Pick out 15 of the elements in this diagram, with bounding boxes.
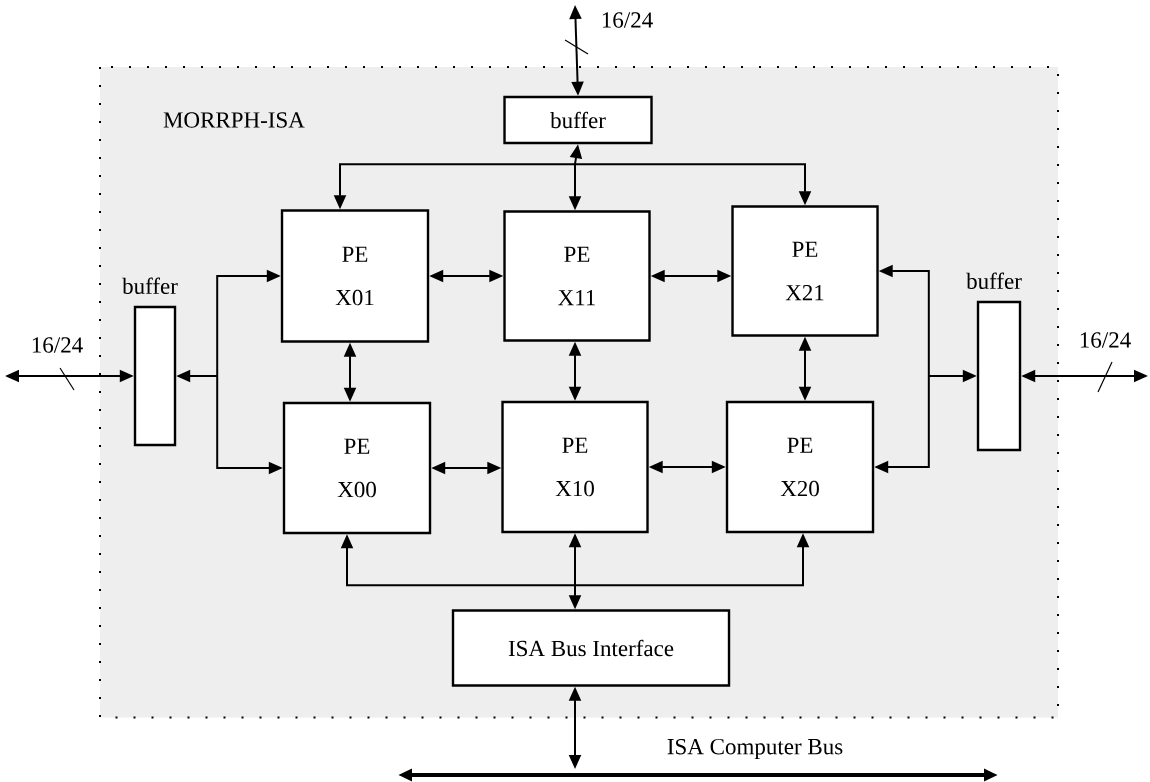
processing-element-box: PE X11 — [503, 210, 651, 342]
node-label: buffer — [122, 277, 178, 294]
processing-element-box: PE X20 — [725, 400, 875, 534]
edge-label: 16/24 — [602, 12, 653, 28]
processing-element-box: PE X01 — [280, 209, 430, 343]
processing-element-box: PE X10 — [501, 400, 649, 534]
buffer-box: buffer — [122, 277, 178, 447]
edge-label: 16/24 — [32, 337, 83, 353]
edge-label: 16/24 — [1080, 332, 1131, 348]
buffer-box: buffer — [503, 95, 653, 145]
node-label: buffer — [966, 272, 1022, 289]
processing-element-box: PE X00 — [282, 401, 432, 535]
interface-box: ISA Bus Interface — [451, 609, 731, 687]
processing-element-box: PE X21 — [731, 205, 879, 337]
buffer-box: buffer — [966, 272, 1022, 452]
